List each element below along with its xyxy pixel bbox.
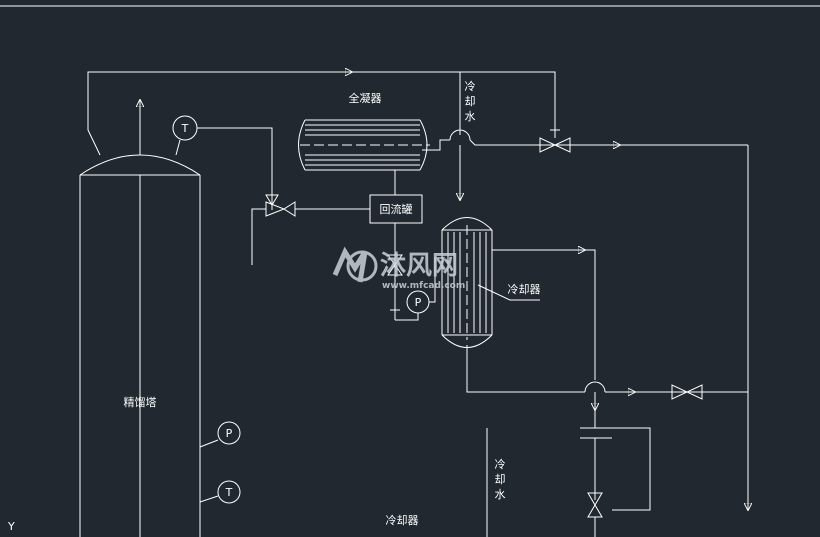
side-temp-symbol: T — [225, 486, 233, 499]
watermark-en: www.mfcad.com — [382, 281, 465, 291]
watermark-cn: 沐风网 — [380, 251, 458, 281]
cooling-water-top-char: 水 — [465, 110, 476, 123]
watermark: 沐风网 www.mfcad.com — [332, 246, 465, 291]
cooler-bottom-line — [466, 345, 748, 410]
pump-symbol: P — [415, 296, 422, 309]
distillation-column — [79, 154, 201, 537]
column-label: 精馏塔 — [124, 395, 157, 409]
axis-y-mark: Y — [7, 520, 15, 533]
product-cooler — [441, 217, 493, 348]
reflux-line — [251, 201, 370, 265]
top-temp-symbol: T — [181, 122, 189, 135]
cooling-water-bottom-char: 却 — [495, 473, 506, 486]
condenser-label: 全凝器 — [349, 91, 382, 105]
top-temperature-indicator — [172, 115, 279, 210]
cooler-outlet-line — [492, 250, 596, 380]
side-pressure-indicator — [199, 421, 241, 448]
side-pressure-symbol: P — [226, 427, 233, 440]
cooling-water-top-char: 却 — [465, 95, 476, 108]
bottom-cooler — [580, 410, 651, 537]
cooler-leader — [477, 284, 540, 301]
cooling-water-top-char: 冷 — [465, 80, 476, 93]
watermark-logo — [332, 246, 378, 283]
cooler-bottom-label: 冷却器 — [386, 514, 419, 527]
cooling-water-bottom-char: 水 — [495, 488, 506, 501]
pump-line — [387, 223, 442, 321]
reflux-drum-label: 回流罐 — [380, 202, 413, 216]
total-condenser — [298, 119, 430, 171]
cooling-water-bottom-char: 冷 — [495, 458, 506, 471]
cooling-water-top-line — [422, 72, 748, 200]
overhead-vapour-line — [87, 72, 556, 156]
side-temperature-indicator — [199, 480, 241, 504]
cooler-right-label: 冷却器 — [508, 283, 541, 296]
